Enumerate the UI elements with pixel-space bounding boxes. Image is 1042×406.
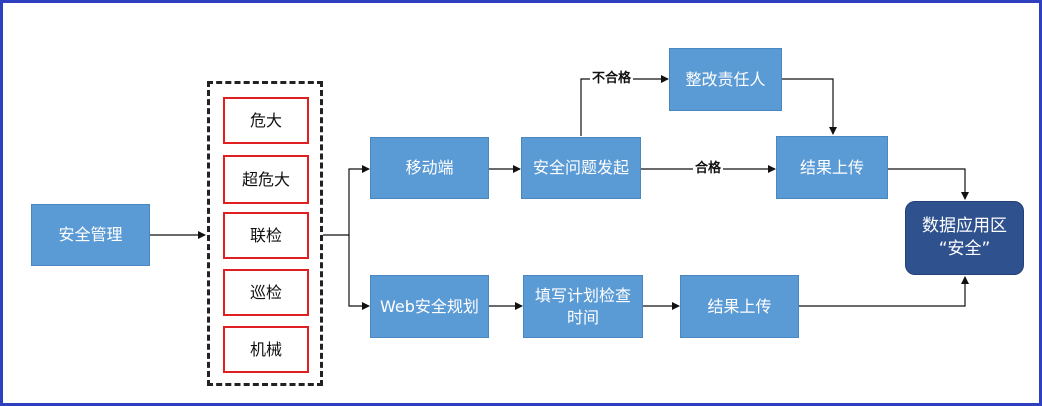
category-risk-major: 危大: [223, 97, 309, 144]
node-safety-management: 安全管理: [31, 204, 150, 266]
node-issue-raise: 安全问题发起: [521, 137, 641, 199]
node-fill-plan-line1: 填写计划检查: [534, 285, 631, 305]
node-web-plan: Web安全规划: [370, 275, 489, 338]
node-data-application-zone: 数据应用区 “安全”: [905, 201, 1024, 275]
node-result-upload-bottom: 结果上传: [680, 275, 799, 338]
category-group: [207, 81, 323, 386]
category-patrol-inspection: 巡检: [223, 269, 309, 316]
category-risk-super-major: 超危大: [223, 155, 309, 204]
edge-rectify-to-result: [782, 78, 837, 135]
edge-label-fail: 不合格: [590, 71, 634, 87]
data-zone-line2: “安全”: [938, 239, 991, 259]
category-joint-inspection: 联检: [223, 212, 309, 259]
edge-result-top-to-data: [888, 168, 969, 200]
edge-group-to-web: [348, 235, 370, 310]
category-machinery: 机械: [223, 326, 309, 373]
node-rectify-owner: 整改责任人: [669, 48, 782, 111]
node-fill-plan-time: 填写计划检查 时间: [523, 275, 643, 338]
node-result-upload-top: 结果上传: [776, 136, 888, 199]
data-zone-line1: 数据应用区: [922, 216, 1007, 237]
edge-group-branch: [323, 165, 370, 236]
node-fill-plan-line2: 时间: [566, 307, 599, 327]
connector-layer: [150, 75, 969, 310]
node-mobile: 移动端: [370, 137, 489, 199]
edge-issue-fail: [580, 75, 669, 136]
edge-result-bottom-to-data: [799, 276, 969, 307]
edge-label-pass: 合格: [693, 161, 724, 177]
